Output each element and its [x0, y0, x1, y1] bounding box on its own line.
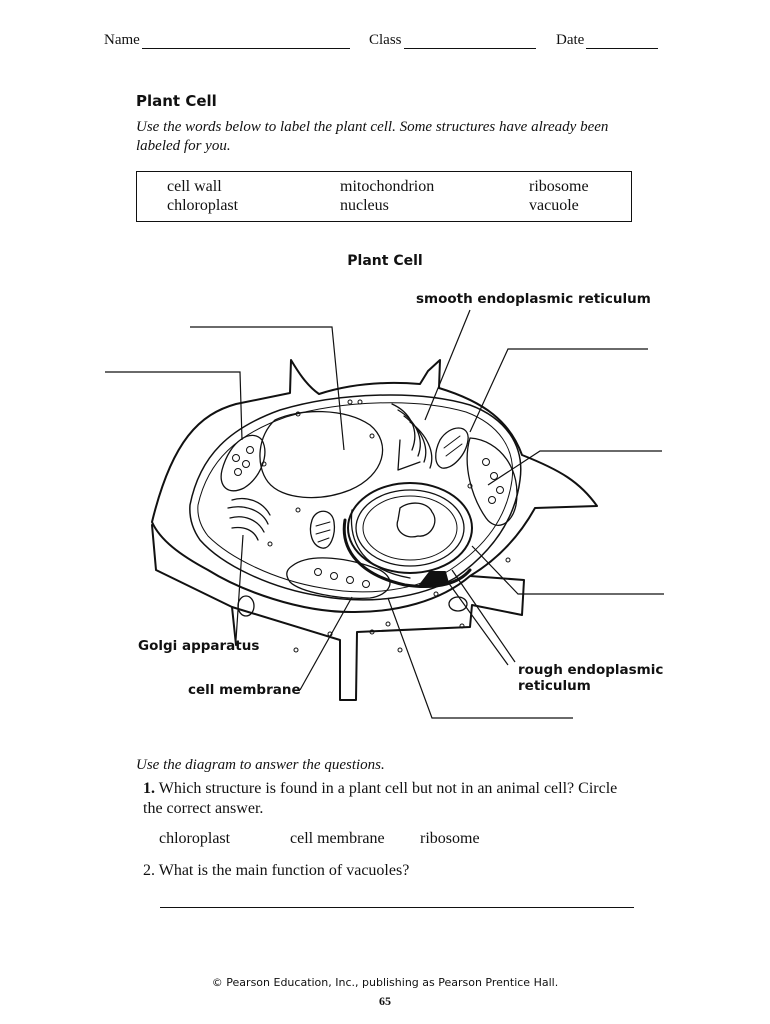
word-chloroplast: chloroplast [167, 197, 239, 214]
label-cell-membrane: cell membrane [188, 682, 301, 698]
word-cell-wall: cell wall [167, 178, 222, 195]
question-1-text: Which structure is found in a plant cell… [143, 780, 618, 817]
date-blank[interactable] [586, 34, 659, 49]
choice-ribosome[interactable]: ribosome [420, 830, 480, 847]
class-blank[interactable] [403, 34, 536, 49]
class-label: Class [369, 32, 402, 48]
question-1-number: 1. [143, 780, 155, 797]
date-label: Date [556, 32, 585, 48]
page-title: Plant Cell [136, 92, 217, 110]
date-field[interactable]: Date [556, 32, 659, 49]
page-number: 65 [379, 994, 391, 1008]
word-ribosome: ribosome [529, 178, 589, 195]
name-field[interactable]: Name [104, 32, 350, 49]
blank-label-nucleus[interactable] [518, 587, 664, 601]
instructions: Use the words below to label the plant c… [136, 119, 609, 154]
label-rough-er: rough endoplasmic reticulum [518, 662, 663, 694]
class-field[interactable]: Class [369, 32, 536, 49]
label-smooth-er: smooth endoplasmic reticulum [416, 291, 651, 307]
name-blank[interactable] [141, 34, 350, 49]
word-mitochondrion: mitochondrion [340, 178, 435, 195]
word-nucleus: nucleus [340, 197, 389, 214]
blank-label-ribosome[interactable] [432, 711, 573, 725]
question-1: 1. Which structure is found in a plant c… [143, 779, 623, 819]
question-2: 2. What is the main function of vacuoles… [143, 862, 410, 879]
choice-cell-membrane[interactable]: cell membrane [290, 830, 385, 847]
copyright-footer: © Pearson Education, Inc., publishing as… [211, 976, 559, 989]
label-rough-er-line2: reticulum [518, 678, 591, 694]
question-2-answer-line[interactable] [160, 906, 634, 908]
blank-label-chloroplast-left[interactable] [105, 365, 240, 379]
word-bank: cell wall chloroplast mitochondrion nucl… [136, 171, 632, 222]
blank-label-vacuole[interactable] [190, 320, 332, 334]
choice-chloroplast[interactable]: chloroplast [159, 830, 231, 847]
blank-label-mitochondrion[interactable] [508, 342, 648, 356]
label-golgi-apparatus: Golgi apparatus [138, 638, 260, 654]
questions-intro: Use the diagram to answer the questions. [136, 757, 385, 773]
word-vacuole: vacuole [529, 197, 579, 214]
label-rough-er-line1: rough endoplasmic [518, 662, 664, 678]
plant-cell-diagram [105, 309, 664, 719]
name-label: Name [104, 32, 140, 48]
diagram-title: Plant Cell [347, 253, 423, 269]
blank-label-cell-wall[interactable] [540, 444, 662, 458]
